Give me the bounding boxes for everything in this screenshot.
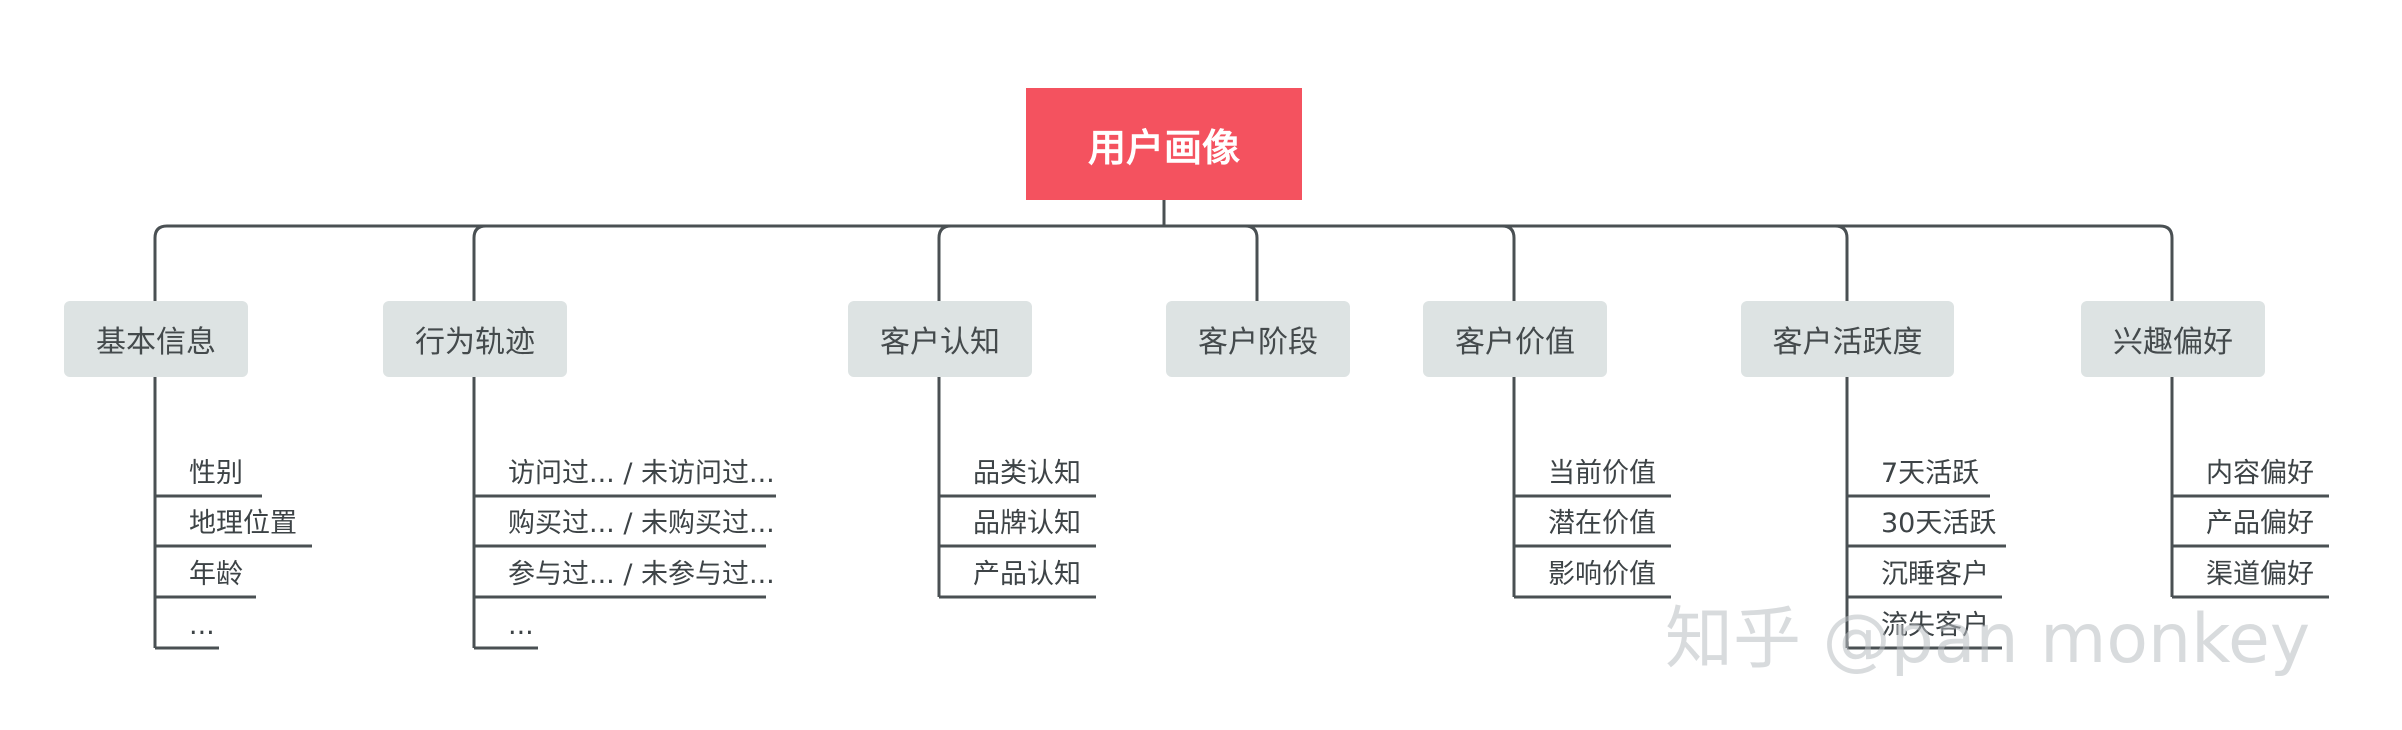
leaf-item: 购买过... / 未购买过... [508, 508, 775, 539]
branch-2 [472, 224, 487, 301]
leaf-item: 内容偏好 [2206, 458, 2314, 489]
category-customer-stage: 客户阶段 [1166, 301, 1350, 377]
leaf-item: 潜在价值 [1548, 508, 1656, 539]
category-customer-value: 客户价值 [1423, 301, 1607, 377]
leaf-item: 7天活跃 [1881, 458, 1980, 489]
leaf-item: 30天活跃 [1881, 508, 1997, 539]
branch-5 [1501, 224, 1516, 301]
leaf-item: ... [189, 610, 215, 641]
branch-3 [937, 224, 952, 301]
root-node: 用户画像 [1026, 88, 1302, 200]
leaf-item: 影响价值 [1548, 559, 1656, 590]
leaf-item: 年龄 [189, 559, 243, 590]
leaf-item: 渠道偏好 [2206, 559, 2314, 590]
leaf-item: 访问过... / 未访问过... [508, 458, 775, 489]
branch-6 [1834, 224, 1849, 301]
leaf-item: 当前价值 [1548, 458, 1656, 489]
leaf-item: 地理位置 [189, 508, 297, 539]
category-basic-info: 基本信息 [64, 301, 248, 377]
leaf-item: 性别 [189, 458, 243, 489]
leaf-item: 参与过... / 未参与过... [508, 559, 775, 590]
leaf-item: ... [508, 610, 534, 641]
branch-4 [1244, 224, 1259, 301]
leaf-item: 流失客户 [1881, 610, 1989, 641]
category-customer-cognition: 客户认知 [848, 301, 1032, 377]
category-behavior-track: 行为轨迹 [383, 301, 567, 377]
category-customer-activity: 客户活跃度 [1741, 301, 1954, 377]
leaf-item: 沉睡客户 [1881, 559, 1989, 590]
leaf-item: 产品偏好 [2206, 508, 2314, 539]
category-interest-preference: 兴趣偏好 [2081, 301, 2265, 377]
leaf-item: 品牌认知 [973, 508, 1081, 539]
leaf-item: 品类认知 [973, 458, 1081, 489]
leaf-item: 产品认知 [973, 559, 1081, 590]
trunk-line [153, 224, 2174, 301]
